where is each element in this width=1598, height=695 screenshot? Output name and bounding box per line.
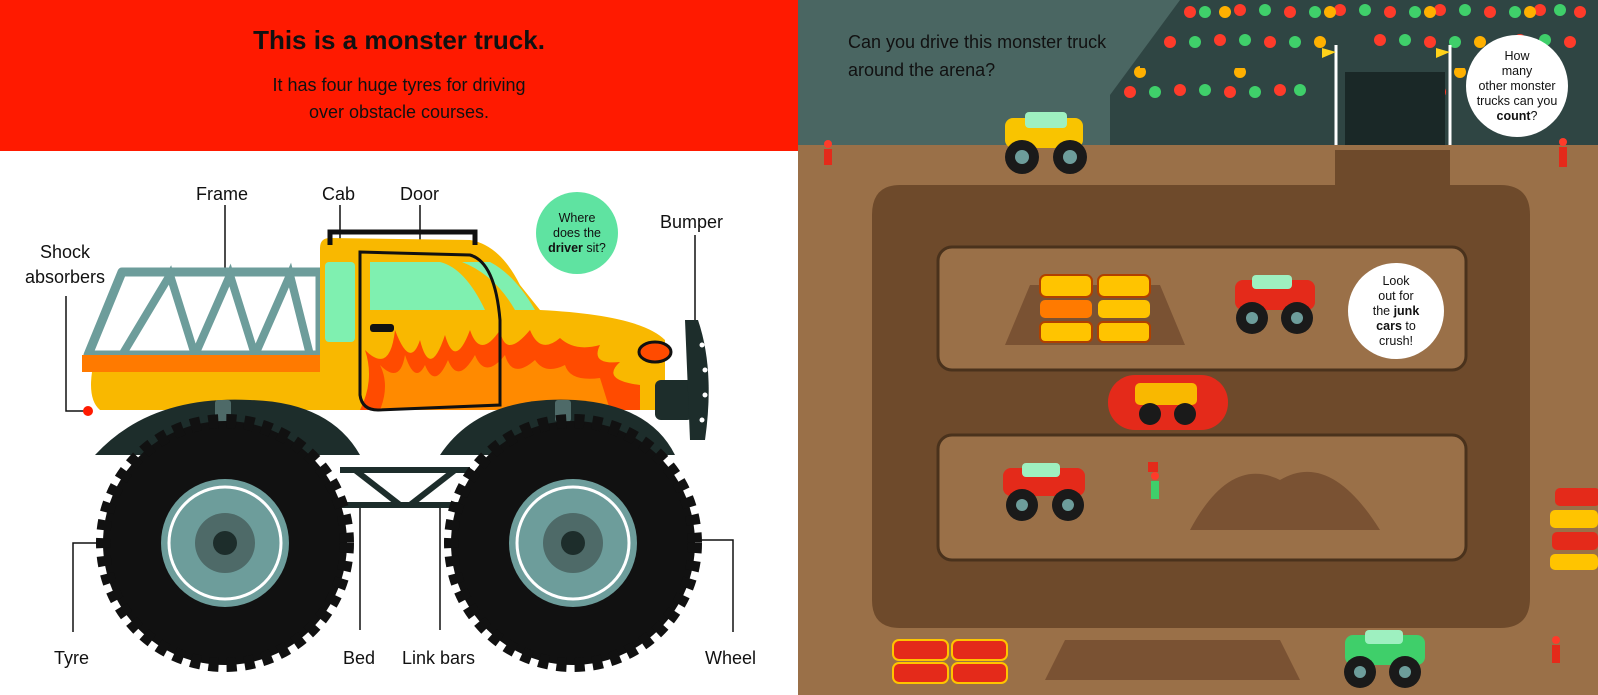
monster-truck-illustration bbox=[65, 205, 734, 672]
junk-cars-bottom-left bbox=[892, 639, 1008, 684]
junk-bubble-pre: the bbox=[1372, 303, 1394, 318]
label-tyre: Tyre bbox=[54, 648, 90, 668]
junk-cars-right bbox=[1550, 488, 1598, 570]
junk-bubble-post: to bbox=[1401, 318, 1416, 333]
title-banner bbox=[0, 0, 798, 151]
arena-illustration bbox=[798, 0, 1598, 695]
arena-question: Can you drive this monster truck around … bbox=[848, 28, 1106, 84]
label-frame: Frame bbox=[196, 184, 249, 204]
count-bubble-line-2: many bbox=[1501, 63, 1533, 78]
label-cab: Cab bbox=[322, 184, 356, 204]
arena-tunnel bbox=[1345, 72, 1445, 150]
rear-tyre bbox=[96, 414, 354, 672]
page-subtitle: It has four huge tyres for driving over … bbox=[220, 72, 578, 126]
subtitle-line-1: It has four huge tyres for driving bbox=[272, 75, 526, 95]
junk-car-stack bbox=[1039, 274, 1151, 343]
red-monster-truck-top bbox=[1235, 275, 1315, 334]
truck-body bbox=[83, 229, 709, 440]
yellow-monster-truck bbox=[1005, 112, 1087, 174]
junk-bubble-bold-2: cars bbox=[1376, 318, 1402, 333]
player-monster-truck bbox=[1108, 375, 1228, 430]
label-link-bars: Link bars bbox=[402, 648, 476, 668]
count-bubble-line-3: other monster bbox=[1478, 78, 1556, 93]
arena-question-line-1: Can you drive this monster truck bbox=[848, 32, 1107, 52]
front-wheel bbox=[444, 414, 702, 672]
driver-bubble-line-1: Where bbox=[558, 210, 596, 225]
driver-bubble-line-2: does the bbox=[553, 225, 601, 240]
count-bubble-bold: count bbox=[1496, 108, 1531, 123]
arena-question-line-2: around the arena? bbox=[848, 60, 996, 80]
page-title: This is a monster truck. bbox=[253, 25, 545, 55]
label-shock-line-1: Shock bbox=[39, 242, 91, 262]
junk-bubble-bold-1: junk bbox=[1393, 303, 1420, 318]
junk-bubble-line-5: crush! bbox=[1378, 333, 1414, 348]
label-bumper: Bumper bbox=[660, 212, 724, 232]
count-bubble-tail: ? bbox=[1530, 108, 1538, 123]
label-wheel: Wheel bbox=[705, 648, 757, 668]
label-shock-absorbers: Shock absorbers bbox=[10, 240, 120, 290]
link-bars bbox=[340, 467, 470, 508]
label-door: Door bbox=[400, 184, 440, 204]
subtitle-line-2: over obstacle courses. bbox=[308, 102, 490, 122]
count-bubble-line-4: trucks can you bbox=[1476, 93, 1558, 108]
junk-bubble-line-1: Look bbox=[1382, 273, 1410, 288]
junk-bubble-line-2: out for bbox=[1378, 288, 1414, 303]
label-shock-line-2: absorbers bbox=[24, 267, 106, 287]
junk-cars-bubble: Look out for the junk cars to crush! bbox=[1348, 263, 1444, 359]
left-page: This is a monster truck. It has four hug… bbox=[0, 0, 798, 695]
driver-bubble-tail: sit? bbox=[582, 240, 606, 255]
red-monster-truck-bottom bbox=[1003, 463, 1085, 521]
label-bed: Bed bbox=[343, 648, 376, 668]
driver-bubble-bold: driver bbox=[548, 240, 583, 255]
right-page: Can you drive this monster truck around … bbox=[798, 0, 1598, 695]
driver-question-bubble: Where does the driver sit? bbox=[536, 192, 618, 274]
count-trucks-bubble: How many other monster trucks can you co… bbox=[1466, 35, 1568, 137]
track-marshals bbox=[824, 138, 1567, 663]
green-monster-truck bbox=[1344, 630, 1425, 688]
crowd bbox=[1124, 4, 1586, 98]
count-bubble-line-1: How bbox=[1504, 48, 1530, 63]
